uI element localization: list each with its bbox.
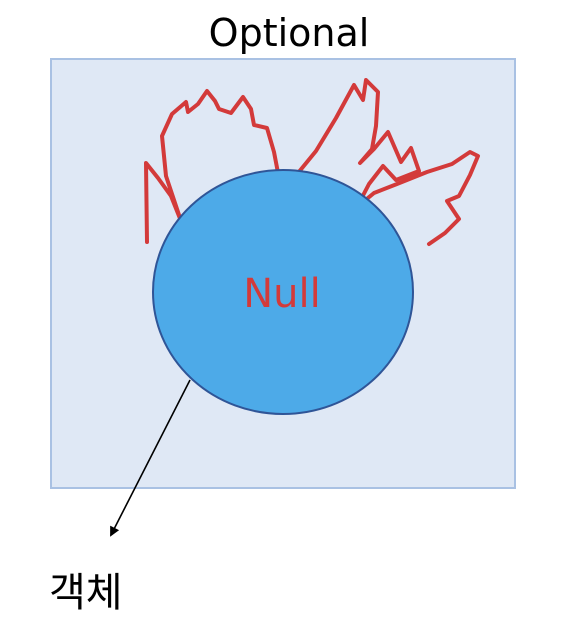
object-arrow bbox=[110, 379, 191, 537]
object-label: 객체 bbox=[49, 570, 123, 616]
scribble-decoration bbox=[144, 78, 480, 246]
diagram-title: Optional bbox=[209, 11, 370, 55]
null-circle bbox=[152, 169, 414, 415]
null-label: Null bbox=[243, 271, 321, 317]
